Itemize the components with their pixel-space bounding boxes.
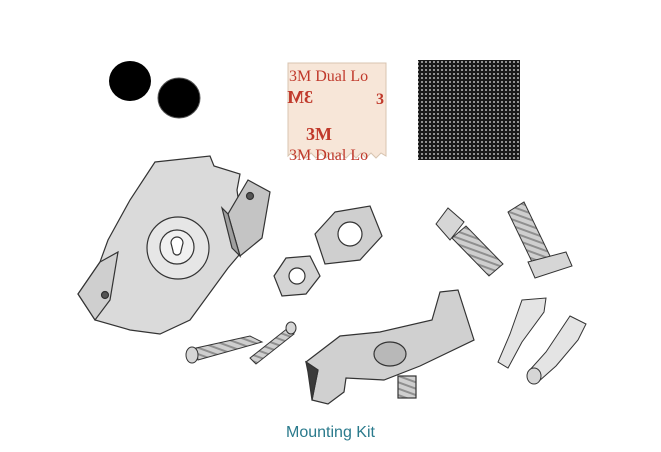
wood-screw [249, 321, 297, 365]
tape-label-bottom: 3M Dual Lo [289, 147, 368, 164]
product-caption: Mounting Kit [286, 424, 375, 441]
wood-screw [185, 335, 264, 364]
hex-nut-large [314, 205, 383, 265]
velcro-pad [418, 60, 520, 160]
tape-label-edge: 3 [376, 91, 384, 108]
wall-anchor [526, 315, 587, 385]
dual-lock-tape: 3M Dual Lo 3M 3 3M 3M Dual Lo [287, 62, 387, 164]
foot-pad [157, 77, 201, 119]
machine-screw [435, 207, 504, 277]
rubber-foot-pads [109, 61, 201, 119]
spring-clip [304, 289, 475, 405]
mounting-bracket [77, 155, 271, 335]
wall-anchor [497, 297, 547, 369]
tape-label-top: 3M Dual Lo [289, 68, 368, 85]
machine-screw [507, 201, 573, 279]
hex-nut-small [273, 255, 321, 297]
tape-label-mirrored: 3M [287, 87, 313, 107]
foot-pad [109, 61, 151, 101]
tape-label-middle: 3M [306, 124, 332, 144]
